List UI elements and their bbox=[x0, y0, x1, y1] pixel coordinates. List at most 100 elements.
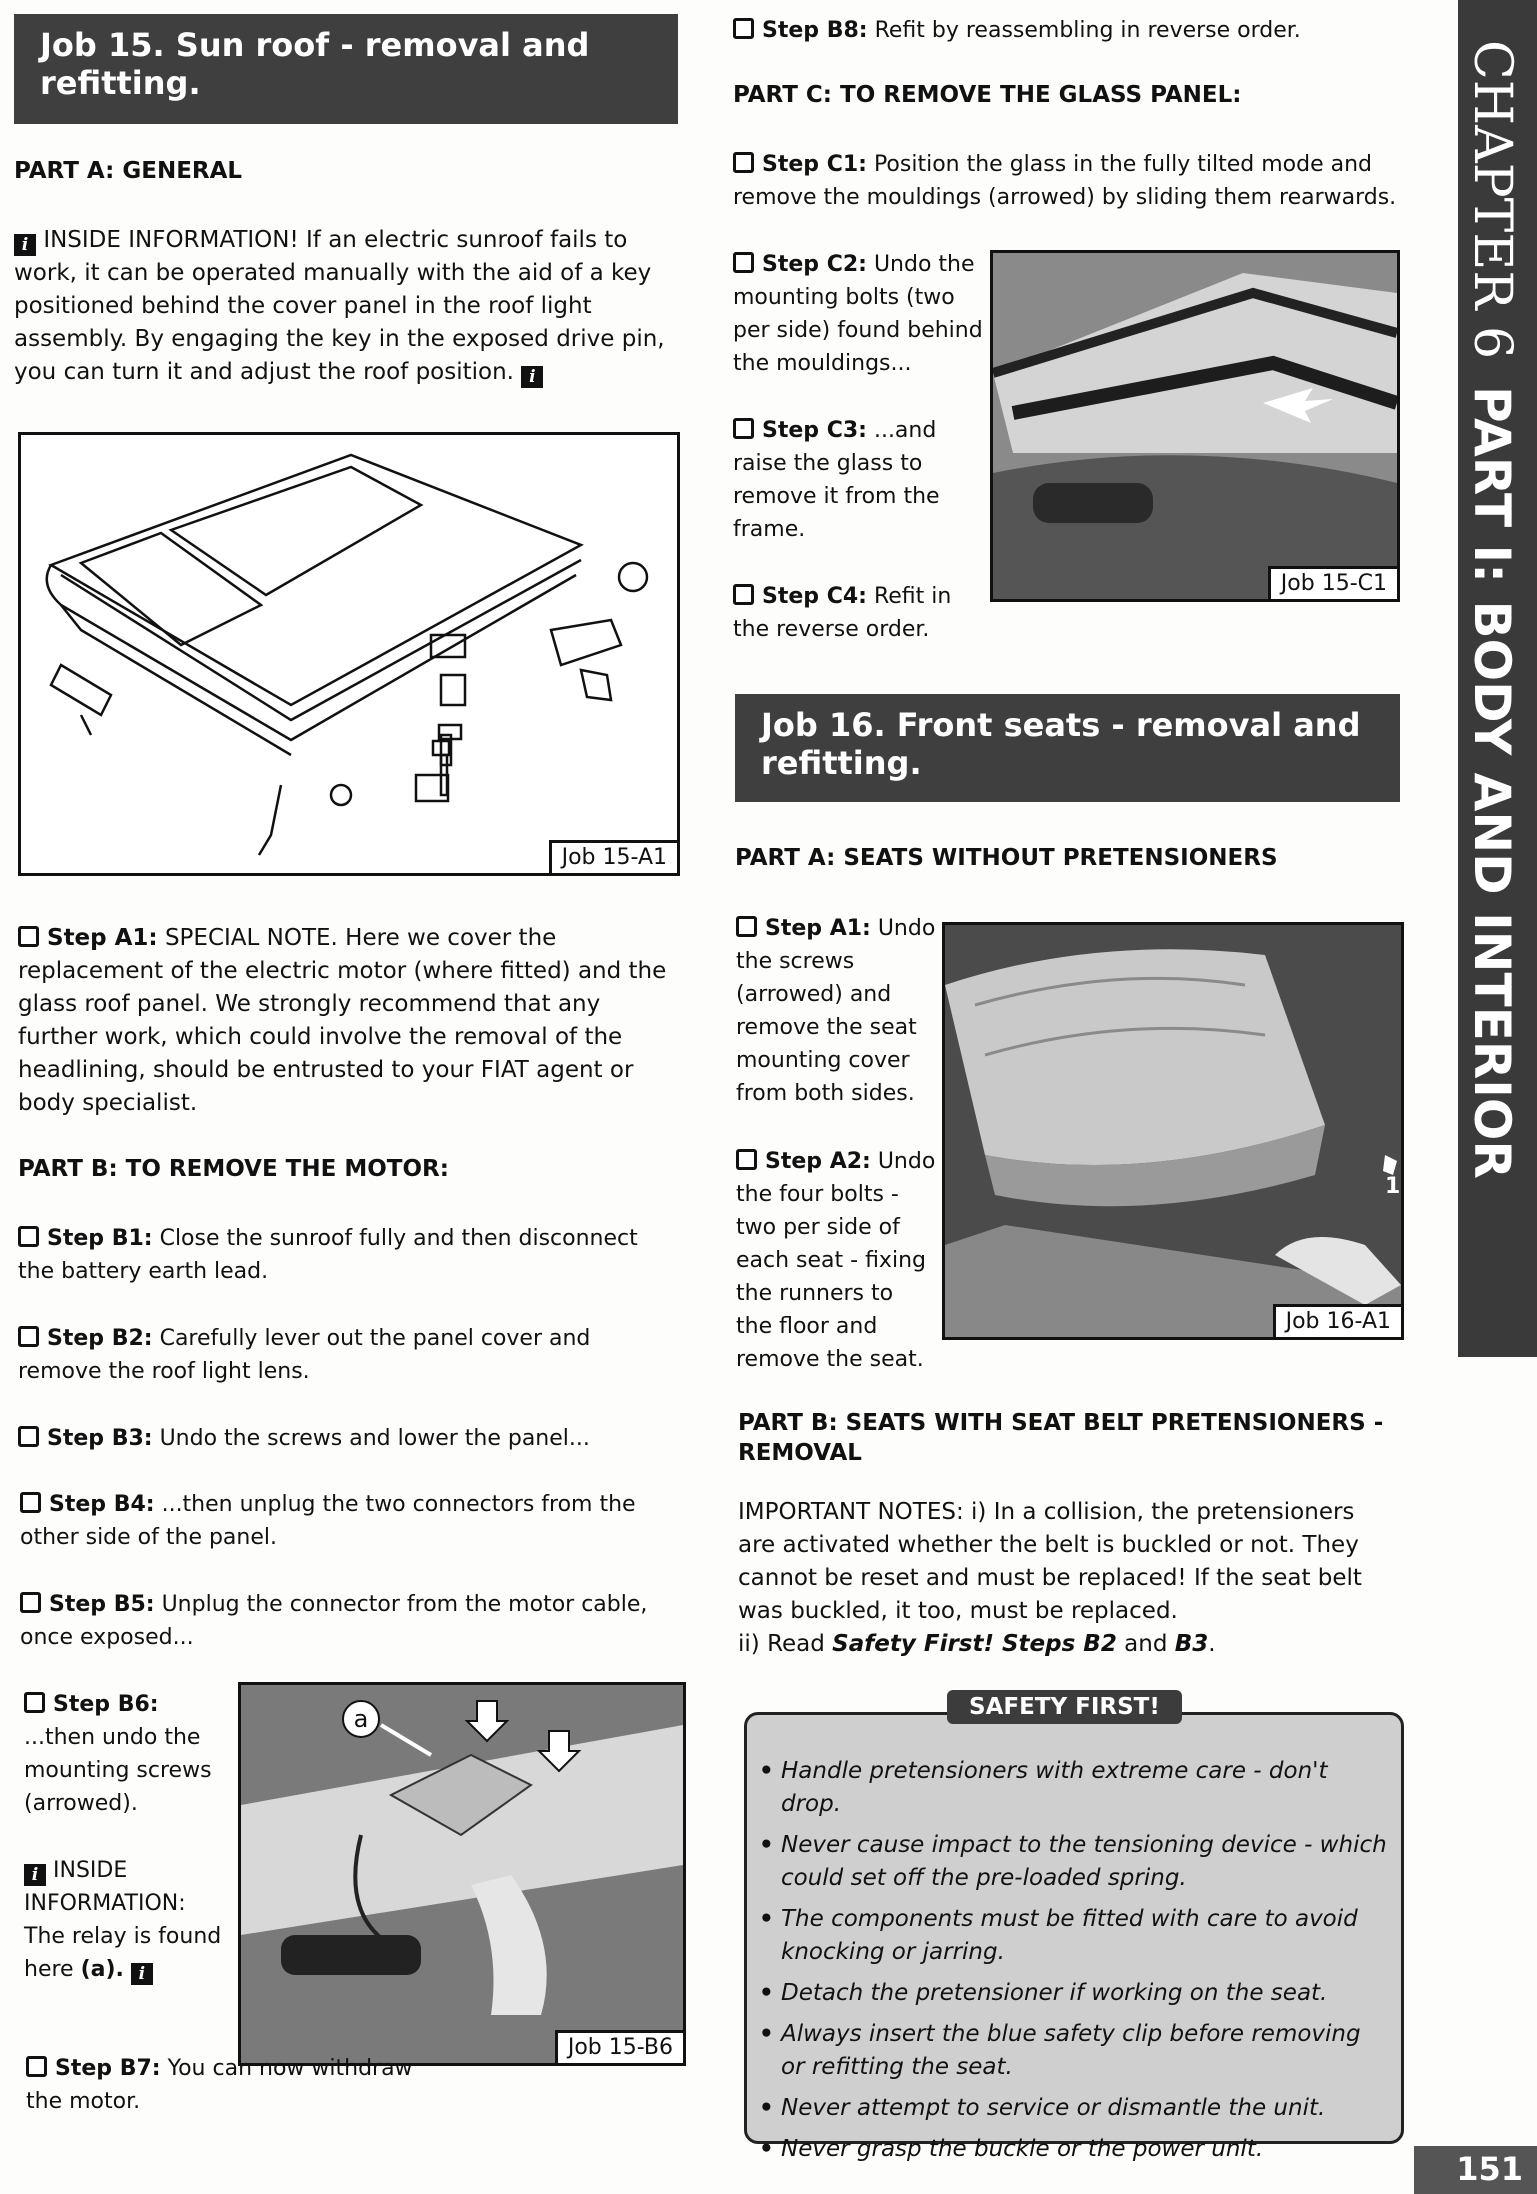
important-ii-end: . bbox=[1208, 1631, 1216, 1657]
step-label: Step B3: bbox=[47, 1426, 153, 1451]
figure-label: Job 16-A1 bbox=[1272, 1304, 1401, 1337]
job15-step-c1: Step C1: Position the glass in the fully… bbox=[733, 148, 1413, 214]
step-text: Undo the mounting bolts (two per side) f… bbox=[733, 252, 983, 376]
checkbox[interactable] bbox=[733, 418, 754, 439]
inside-info-text: INSIDE INFORMATION: The relay is found h… bbox=[24, 1858, 222, 1982]
arrow-icon bbox=[1263, 388, 1333, 423]
job15-step-c2: Step C2: Undo the mounting bolts (two pe… bbox=[733, 248, 983, 380]
step-text: Unplug the connector from the motor cabl… bbox=[20, 1592, 648, 1650]
step-text: Undo the screws (arrowed) and remove the… bbox=[736, 916, 936, 1106]
job15-part-c-heading: PART C: TO REMOVE THE GLASS PANEL: bbox=[733, 82, 1242, 108]
step-label: Step A1: bbox=[765, 916, 871, 941]
arrow-icon bbox=[1383, 1155, 1397, 1175]
figure-job15-a1: Job 15-A1 bbox=[18, 432, 680, 876]
checkbox[interactable] bbox=[736, 1149, 757, 1170]
step-label: Step B6: bbox=[53, 1692, 159, 1717]
safety-first-title: SAFETY FIRST! bbox=[947, 1690, 1182, 1724]
checkbox[interactable] bbox=[20, 1492, 41, 1513]
step-text: Undo the four bolts - two per side of ea… bbox=[736, 1149, 936, 1372]
safety-item: The components must be fitted with care … bbox=[759, 1903, 1389, 1969]
job15-step-b4: Step B4: ...then unplug the two connecto… bbox=[20, 1488, 678, 1554]
chapter-label: CHAPTER 6 bbox=[1462, 40, 1522, 359]
job15-title: Job 15. Sun roof - removal and refitting… bbox=[14, 14, 678, 124]
step-text: You can now withdraw the motor. bbox=[26, 2056, 413, 2114]
checkbox[interactable] bbox=[18, 1326, 39, 1347]
important-notes-text: IMPORTANT NOTES: i) In a collision, the … bbox=[738, 1499, 1362, 1624]
chapter-sidebar: CHAPTER 6 PART I: BODY AND INTERIOR bbox=[1458, 0, 1537, 1357]
important-ii-mid: and bbox=[1116, 1631, 1175, 1657]
relay-ref: (a). bbox=[80, 1957, 124, 1982]
step-text: Carefully lever out the panel cover and … bbox=[18, 1326, 591, 1384]
checkbox[interactable] bbox=[18, 1226, 39, 1247]
motor-relay-photo: a bbox=[241, 1685, 683, 2063]
step-text: Refit in the reverse order. bbox=[733, 584, 952, 642]
important-ii-ref1: Safety First! Steps B2 bbox=[832, 1631, 1117, 1657]
job15-step-c3: Step C3: ...and raise the glass to remov… bbox=[733, 414, 983, 546]
info-icon: i bbox=[130, 1963, 153, 1985]
checkbox[interactable] bbox=[26, 2056, 47, 2077]
figure-label: Job 15-C1 bbox=[1267, 566, 1397, 599]
checkbox[interactable] bbox=[733, 18, 754, 39]
job15-step-b5: Step B5: Unplug the connector from the m… bbox=[20, 1588, 678, 1654]
safety-item: Never cause impact to the tensioning dev… bbox=[759, 1829, 1389, 1895]
checkbox[interactable] bbox=[736, 916, 757, 937]
checkbox[interactable] bbox=[733, 252, 754, 273]
safety-item: Detach the pretensioner if working on th… bbox=[759, 1977, 1389, 2010]
page-number: 151 bbox=[1414, 2146, 1537, 2194]
job15-step-b8: Step B8: Refit by reassembling in revers… bbox=[733, 14, 1413, 47]
step-label: Step C1: bbox=[762, 152, 867, 177]
step-text: ...then unplug the two connectors from t… bbox=[20, 1492, 636, 1550]
checkbox[interactable] bbox=[733, 152, 754, 173]
job15-b6-inside-info: i INSIDE INFORMATION: The relay is found… bbox=[24, 1854, 224, 1986]
job15-title-text: Job 15. Sun roof - removal and refitting… bbox=[40, 26, 590, 102]
relay-callout: a bbox=[354, 1705, 369, 1733]
step-label: Step B4: bbox=[49, 1492, 155, 1517]
checkbox[interactable] bbox=[18, 926, 39, 947]
inside-info-text: INSIDE INFORMATION! If an electric sunro… bbox=[14, 227, 665, 385]
checkbox[interactable] bbox=[20, 1592, 41, 1613]
job16-step-a2: Step A2: Undo the four bolts - two per s… bbox=[736, 1145, 936, 1376]
step-label: Step A2: bbox=[765, 1149, 871, 1174]
job15-step-a1: Step A1: SPECIAL NOTE. Here we cover the… bbox=[18, 922, 678, 1120]
step-text: Close the sunroof fully and then disconn… bbox=[18, 1226, 638, 1284]
job16-step-a1: Step A1: Undo the screws (arrowed) and r… bbox=[736, 912, 936, 1110]
checkbox[interactable] bbox=[18, 1426, 39, 1447]
figure-job15-b6: a Job 15-B6 bbox=[238, 1682, 686, 2066]
step-label: Step B8: bbox=[762, 18, 868, 43]
step-label: Step C4: bbox=[762, 584, 867, 609]
job15-step-b7: Step B7: You can now withdraw the motor. bbox=[26, 2052, 446, 2118]
safety-item: Handle pretensioners with extreme care -… bbox=[759, 1755, 1389, 1821]
step-label: Step B7: bbox=[55, 2056, 161, 2081]
step-label: Step B5: bbox=[49, 1592, 155, 1617]
job16-part-a-heading: PART A: SEATS WITHOUT PRETENSIONERS bbox=[735, 845, 1278, 871]
step-label: Step B2: bbox=[47, 1326, 153, 1351]
step-text: Undo the screws and lower the panel... bbox=[159, 1426, 590, 1451]
job15-step-b6: Step B6: ...then undo the mounting screw… bbox=[24, 1688, 224, 1820]
step-text: ...then undo the mounting screws (arrowe… bbox=[24, 1725, 212, 1816]
safety-list: Handle pretensioners with extreme care -… bbox=[759, 1755, 1389, 2174]
job16-part-b-heading: PART B: SEATS WITH SEAT BELT PRETENSIONE… bbox=[738, 1410, 1384, 1466]
arrow-icon bbox=[464, 1700, 510, 1743]
checkbox[interactable] bbox=[24, 1692, 45, 1713]
step-text: SPECIAL NOTE. Here we cover the replacem… bbox=[18, 925, 667, 1116]
info-icon: i bbox=[24, 1864, 46, 1886]
figure-label: Job 15-B6 bbox=[554, 2030, 683, 2063]
arrow-icon bbox=[536, 1730, 582, 1773]
safety-first-box: Handle pretensioners with extreme care -… bbox=[744, 1712, 1404, 2166]
job15-inside-info: i INSIDE INFORMATION! If an electric sun… bbox=[14, 224, 678, 389]
job15-step-b1: Step B1: Close the sunroof fully and the… bbox=[18, 1222, 678, 1288]
part-label: PART I: BODY AND INTERIOR bbox=[1462, 386, 1522, 1179]
seat-photo: 1 bbox=[945, 925, 1401, 1337]
job15-step-c4: Step C4: Refit in the reverse order. bbox=[733, 580, 983, 646]
info-icon: i bbox=[521, 366, 544, 388]
checkbox[interactable] bbox=[733, 584, 754, 605]
step-label: Step C3: bbox=[762, 418, 867, 443]
step-label: Step B1: bbox=[47, 1226, 153, 1251]
step-label: Step C2: bbox=[762, 252, 867, 277]
safety-item: Always insert the blue safety clip befor… bbox=[759, 2018, 1389, 2084]
job15-step-b2: Step B2: Carefully lever out the panel c… bbox=[18, 1322, 678, 1388]
job15-step-b3: Step B3: Undo the screws and lower the p… bbox=[18, 1422, 678, 1455]
job15-part-a-heading: PART A: GENERAL bbox=[14, 158, 243, 184]
job16-title: Job 16. Front seats - removal and refitt… bbox=[735, 694, 1400, 802]
figure-job15-c1: Job 15-C1 bbox=[990, 250, 1400, 602]
